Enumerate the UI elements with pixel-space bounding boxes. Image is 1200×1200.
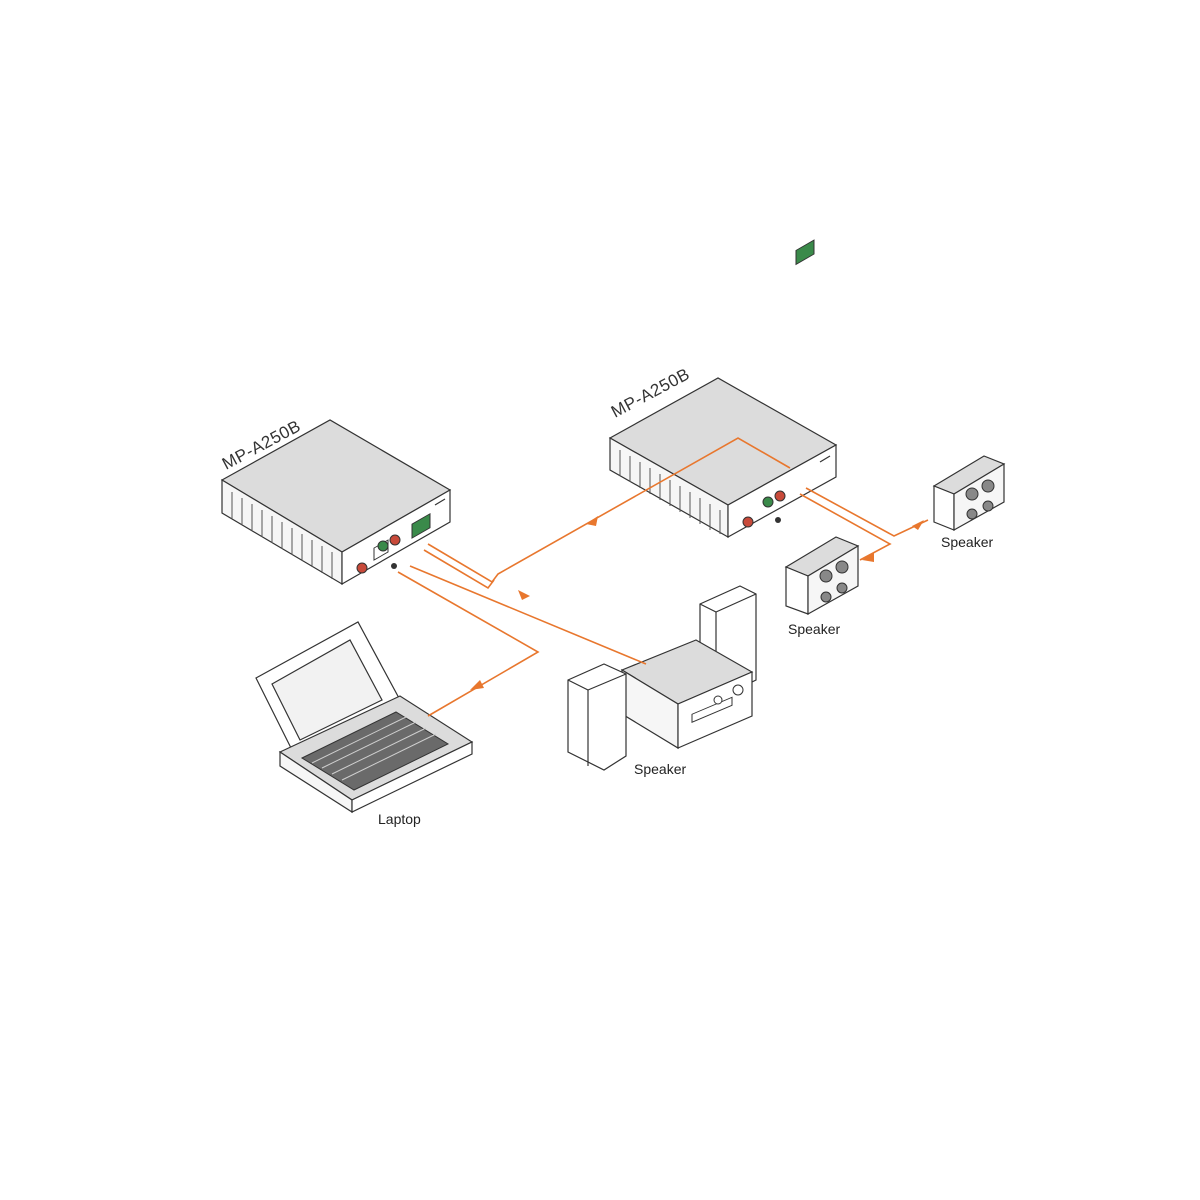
arrow-to-right-unit: [586, 516, 598, 526]
stereo-speaker-label: Speaker: [634, 761, 686, 777]
speaker-front-label: Speaker: [788, 621, 840, 637]
stereo-speaker-system-icon: Speaker: [567, 585, 757, 777]
cable-left-to-right-unit-a: [427, 437, 791, 584]
cables: [397, 437, 929, 717]
laptop-label: Laptop: [378, 811, 421, 827]
cable-left-to-right-unit-b: [423, 549, 495, 590]
cable-left-unit-to-stereo: [409, 565, 647, 665]
laptop-icon: Laptop: [255, 621, 474, 827]
arrow-to-stereo: [518, 590, 530, 600]
mp-a250b-right-unit: MP-A250B: [608, 239, 838, 539]
speaker-front-icon: Speaker: [784, 536, 860, 637]
mp-a250b-left-unit: MP-A250B: [219, 416, 452, 586]
arrow-to-speaker-back: [912, 520, 924, 530]
arrow-to-laptop: [470, 680, 484, 690]
speaker-back-icon: Speaker: [932, 455, 1006, 550]
speaker-back-label: Speaker: [941, 534, 993, 550]
cable-laptop-to-left-unit: [397, 571, 540, 717]
cable-right-unit-to-speaker-back: [805, 487, 929, 537]
arrow-to-speaker-front: [862, 552, 874, 562]
